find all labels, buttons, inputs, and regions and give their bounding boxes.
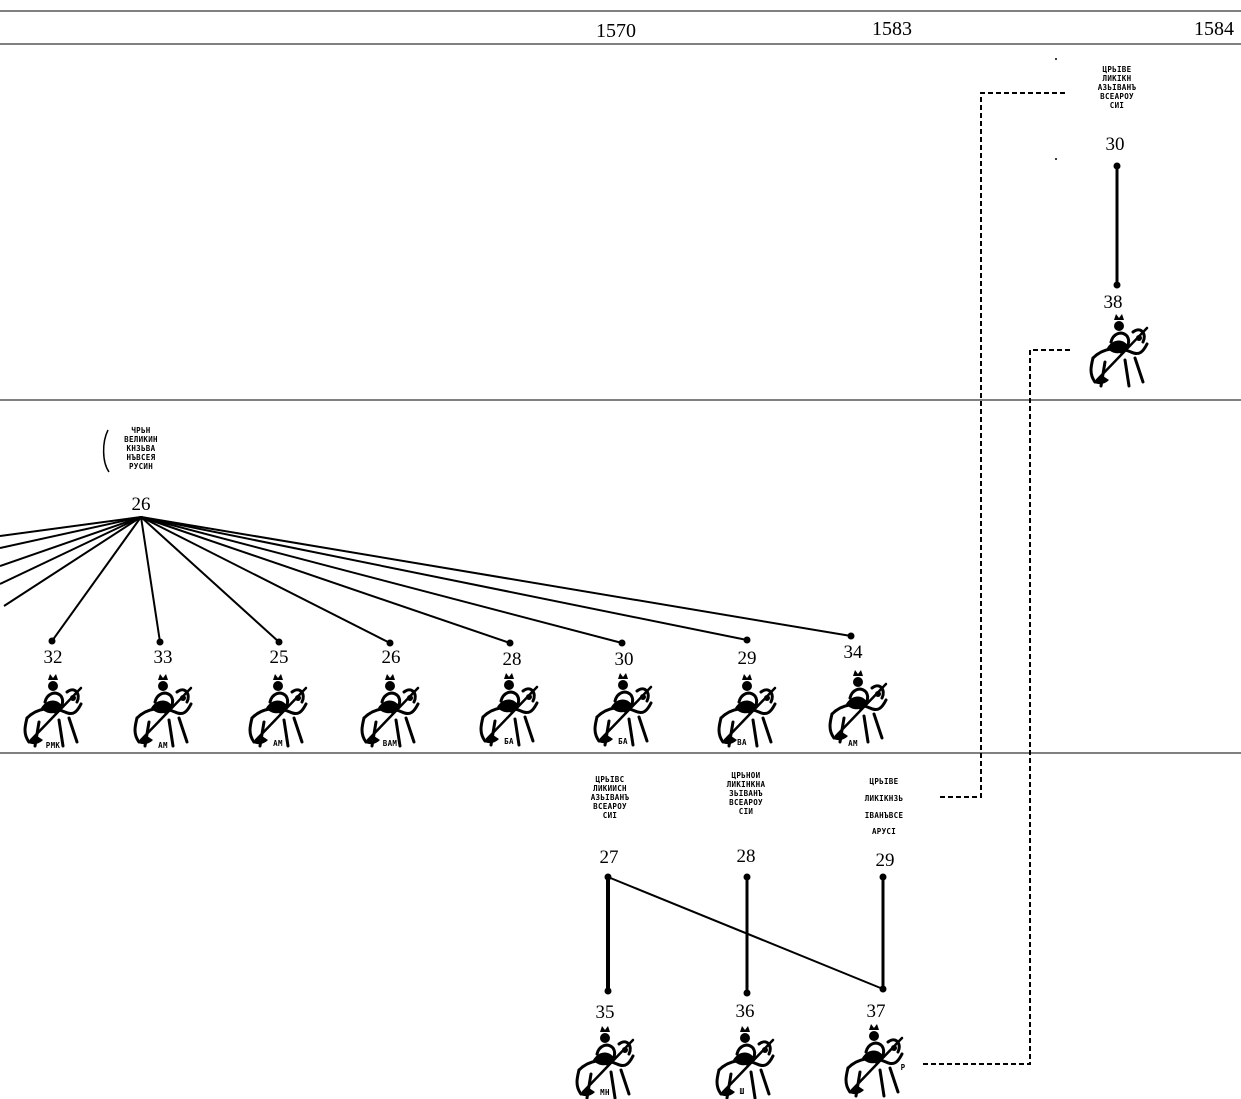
svg-text:АМ: АМ	[158, 741, 168, 750]
svg-text:ЧРЬН: ЧРЬН	[131, 426, 150, 435]
svg-text:ЦРЬНОИ: ЦРЬНОИ	[732, 771, 761, 780]
rider-image-38	[1089, 312, 1149, 388]
svg-text:33: 33	[154, 647, 173, 668]
svg-text:ВАМ: ВАМ	[383, 739, 398, 748]
svg-text:Ш: Ш	[740, 1087, 745, 1096]
svg-text:МН: МН	[600, 1088, 610, 1097]
svg-text:28: 28	[737, 846, 756, 867]
rider-image-26	[360, 672, 420, 748]
svg-text:АЗЬIВАНЪ: АЗЬIВАНЪ	[1098, 83, 1137, 92]
rider-image-36	[715, 1024, 775, 1099]
svg-text:ЛИКIКНЗЬ: ЛИКIКНЗЬ	[865, 794, 904, 803]
svg-text:35: 35	[596, 1002, 615, 1023]
legend-bracket	[102, 429, 110, 473]
svg-text:30: 30	[615, 649, 634, 670]
year-1584: 1584	[1194, 18, 1234, 40]
svg-text:29: 29	[876, 850, 895, 871]
node-30-top	[1113, 162, 1121, 170]
svg-text:АЗЬIВАНЪ: АЗЬIВАНЪ	[591, 793, 630, 802]
obverse-legend-29: ЦРЬIВЕ ЛИКIКНЗЬ IВАНЪВСЕ АРУСI	[865, 777, 904, 836]
svg-text:СIИ: СIИ	[739, 807, 754, 816]
obverse-number-30-top: 30	[1106, 134, 1125, 155]
svg-text:IВАНЪВСЕ: IВАНЪВСЕ	[865, 811, 904, 820]
fan-links-26	[0, 516, 852, 644]
svg-text:АМ: АМ	[273, 739, 283, 748]
svg-text:БА: БА	[504, 737, 514, 746]
svg-text:34: 34	[844, 642, 864, 663]
obverse-numbers-bottom: 27 28 29	[600, 846, 895, 871]
svg-text:ВЕЛИКИН: ВЕЛИКИН	[124, 435, 158, 444]
rider-image-30	[593, 671, 653, 747]
svg-text:32: 32	[44, 647, 63, 668]
reverse-images-middle	[23, 668, 888, 748]
svg-text:КНЗЬВА: КНЗЬВА	[127, 444, 156, 453]
obverse-legend-27: ЦРЬIВС ЛИКИИСН АЗЬIВАНЪ ВСЕАРОУ СИI	[591, 775, 630, 820]
svg-text:НЪВСЕЯ: НЪВСЕЯ	[127, 453, 156, 462]
svg-text:25: 25	[270, 647, 289, 668]
rider-image-32	[23, 672, 83, 748]
svg-text:СИI: СИI	[1110, 101, 1124, 110]
fan-nodes	[48, 632, 855, 647]
svg-text:36: 36	[736, 1001, 755, 1022]
svg-text:ЛИКIНКНА: ЛИКIНКНА	[727, 780, 766, 789]
obverse-legend-28: ЦРЬНОИ ЛИКIНКНА ЗЬIВАНЪ ВСЕАРОУ СIИ	[727, 771, 766, 816]
svg-text:ВА: ВА	[737, 738, 747, 747]
year-1570: 1570	[596, 20, 636, 42]
links-bottom	[606, 876, 885, 993]
svg-text:Р: Р	[901, 1063, 906, 1072]
svg-text:ЦРЬIВЕ: ЦРЬIВЕ	[1103, 65, 1132, 74]
svg-text:БА: БА	[618, 737, 628, 746]
rider-image-34	[828, 668, 888, 744]
svg-text:АМ: АМ	[848, 739, 858, 748]
svg-text:27: 27	[600, 847, 619, 868]
reverse-legends-middle: РМК АМ АМ ВАМ БА БА ВА АМ	[46, 737, 858, 750]
dashed-link-37-to-38	[922, 349, 1070, 1065]
svg-text:СИI: СИI	[603, 811, 617, 820]
svg-text:ЗЬIВАНЪ: ЗЬIВАНЪ	[729, 789, 763, 798]
speck	[1055, 58, 1057, 60]
svg-text:26: 26	[382, 647, 401, 668]
year-1583: 1583	[872, 18, 912, 40]
svg-text:РУСИН: РУСИН	[129, 462, 153, 471]
nodes-bottom	[604, 873, 887, 997]
svg-text:РМК: РМК	[46, 741, 61, 750]
obverse-legend-26: ЧРЬН ВЕЛИКИН КНЗЬВА НЪВСЕЯ РУСИН	[124, 426, 158, 471]
svg-text:ВСЕАРОУ: ВСЕАРОУ	[593, 802, 627, 811]
svg-text:АРУСI: АРУСI	[872, 827, 896, 836]
reverse-number-38: 38	[1104, 292, 1123, 313]
node-38	[1113, 281, 1121, 289]
svg-text:ВСЕАРОУ: ВСЕАРОУ	[729, 798, 763, 807]
svg-text:28: 28	[503, 649, 522, 670]
rider-image-37	[844, 1022, 904, 1098]
reverse-numbers-bottom: 35 36 37	[596, 1001, 886, 1023]
reverse-legends-bottom: МН Ш Р	[600, 1063, 905, 1097]
svg-text:37: 37	[867, 1001, 886, 1022]
svg-text:ЛИКИИСН: ЛИКИИСН	[593, 784, 627, 793]
obverse-number-26: 26	[132, 494, 151, 515]
speck	[1055, 158, 1057, 160]
dashed-link-29-to-30	[938, 92, 1065, 798]
reverse-numbers-middle: 32 33 25 26 28 30 29 34	[44, 642, 864, 670]
obverse-legend-30-top: ЦРЬIВЕ ЛИКIКН АЗЬIВАНЪ ВСЕАРОУ СИI	[1098, 65, 1137, 110]
rider-image-25	[248, 672, 308, 748]
svg-text:29: 29	[738, 648, 757, 669]
rider-image-33	[133, 672, 193, 748]
rider-image-29	[717, 672, 777, 748]
rider-image-28	[479, 671, 539, 747]
svg-text:ЦРЬIВС: ЦРЬIВС	[596, 775, 625, 784]
svg-text:ЦРЬIВЕ: ЦРЬIВЕ	[870, 777, 899, 786]
svg-text:ВСЕАРОУ: ВСЕАРОУ	[1100, 92, 1134, 101]
svg-text:ЛИКIКН: ЛИКIКН	[1103, 74, 1132, 83]
